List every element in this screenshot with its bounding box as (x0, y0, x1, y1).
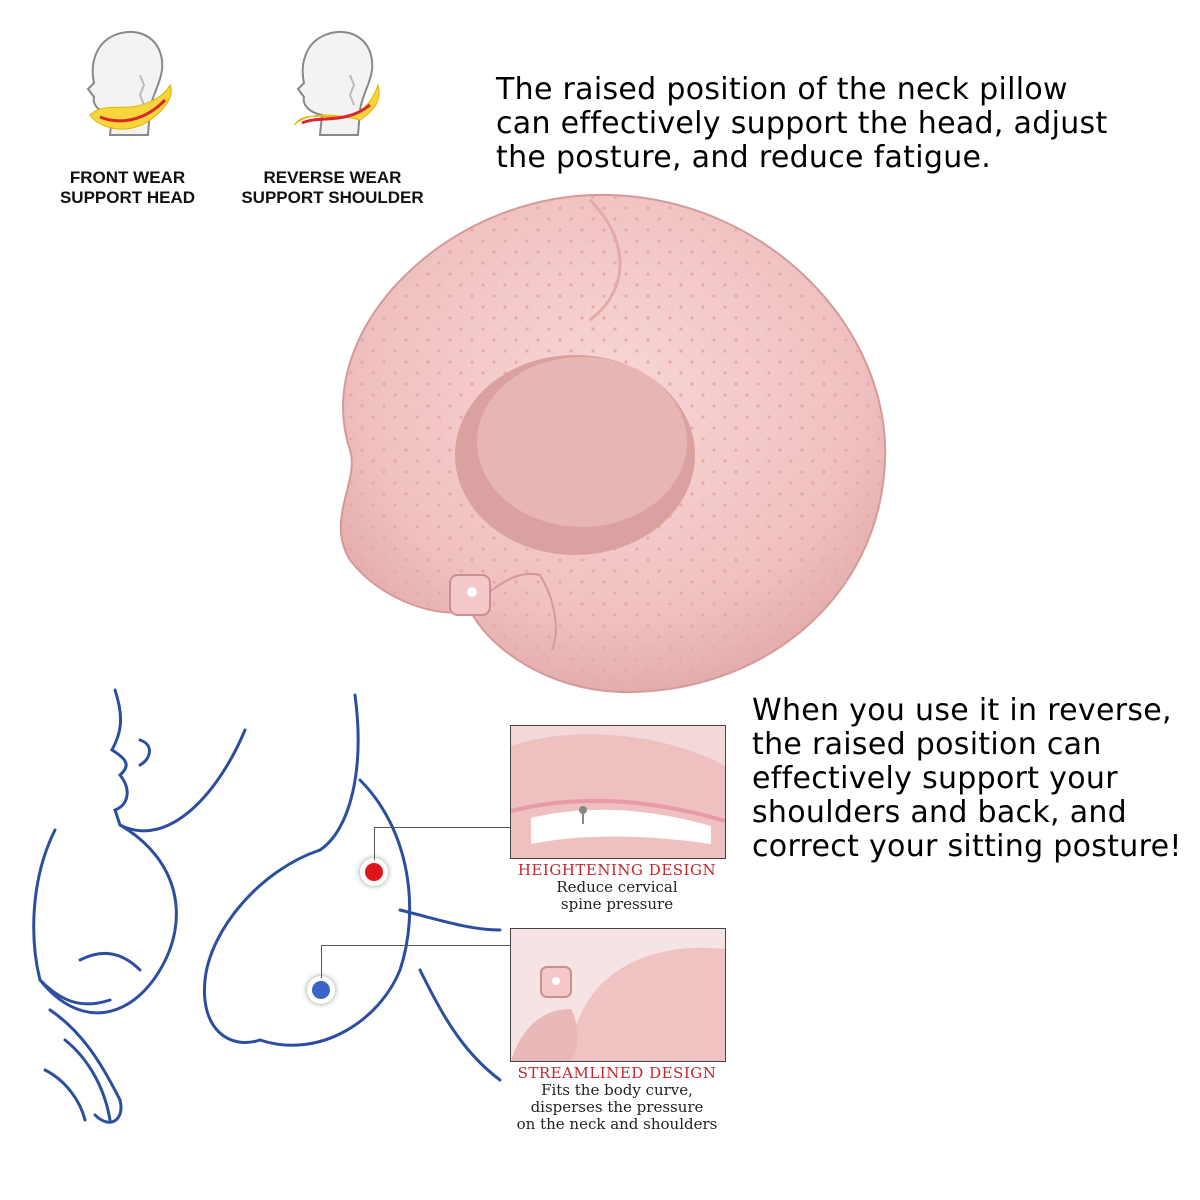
heightening-connector-v (374, 827, 375, 860)
reverse-wear-icon (280, 25, 400, 165)
heightening-marker (360, 858, 388, 886)
streamlined-connector (321, 945, 510, 946)
streamlined-title: STREAMLINED DESIGN (517, 1064, 717, 1082)
headline-reverse: When you use it in reverse, the raised p… (752, 693, 1182, 864)
streamlined-detail-photo (510, 928, 726, 1062)
front-wear-icon (70, 25, 190, 165)
streamlined-connector-v (321, 945, 322, 978)
heightening-title: HEIGHTENING DESIGN (517, 861, 717, 879)
streamlined-caption: STREAMLINED DESIGN Fits the body curve, … (495, 1065, 739, 1133)
headline-top: The raised position of the neck pillow c… (496, 72, 1108, 175)
heightening-connector (374, 827, 510, 828)
reverse-wear-label: REVERSE WEAR SUPPORT SHOULDER (241, 168, 424, 207)
heightening-caption: HEIGHTENING DESIGN Reduce cervical spine… (505, 862, 729, 913)
body-sketch (20, 680, 520, 1200)
front-wear-label: FRONT WEAR SUPPORT HEAD (59, 168, 196, 207)
streamlined-marker (307, 976, 335, 1004)
neck-pillow-image (290, 180, 900, 700)
heightening-detail-photo (510, 725, 726, 859)
